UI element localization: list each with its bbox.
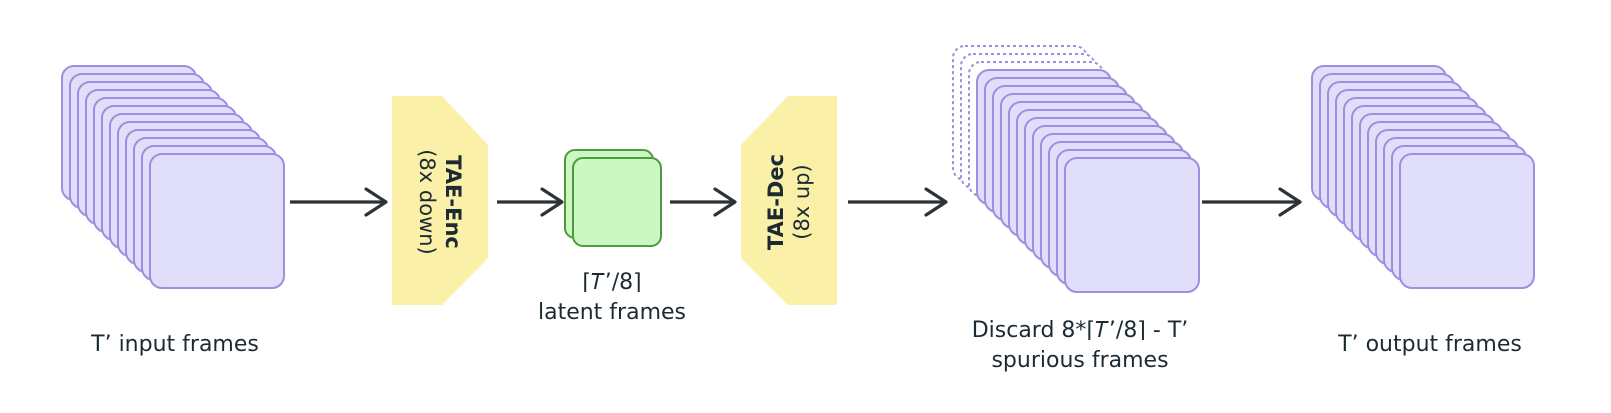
decoder-name: TAE-Dec [764,153,788,251]
encoder-note: (8x down) [415,149,439,255]
output-frames-stack [1311,65,1535,289]
decoder-note: (8x up) [790,164,814,240]
spurious-frames-stack [952,45,1200,293]
frame-card [1399,153,1535,289]
frame-card [149,153,285,289]
encoder-name: TAE-Enc [441,155,465,249]
output-frames-caption: T’ output frames [1338,332,1522,357]
input-frames-stack [61,65,285,289]
encoder-block [392,96,488,305]
spurious-formula: Discard 8*⌈𝑇’/8⌉ - T’ [971,318,1189,343]
latent-frame-front [572,157,662,247]
spurious-frames-caption: Discard 8*⌈𝑇’/8⌉ - T’ spurious frames [930,316,1230,376]
spurious-label: spurious frames [991,348,1169,373]
input-frames-caption: T’ input frames [91,332,259,357]
decoder-label: TAE-Dec (8x up) [763,102,815,302]
decoder-block [741,96,837,305]
latent-frames-caption: ⌈𝑇’/8⌉ latent frames [512,268,712,328]
latent-count: ⌈𝑇’/8⌉ [582,270,642,295]
latent-frames-stack [564,149,662,247]
latent-label: latent frames [537,300,687,325]
frame-card [1064,157,1200,293]
encoder-label: TAE-Enc (8x down) [414,102,466,302]
